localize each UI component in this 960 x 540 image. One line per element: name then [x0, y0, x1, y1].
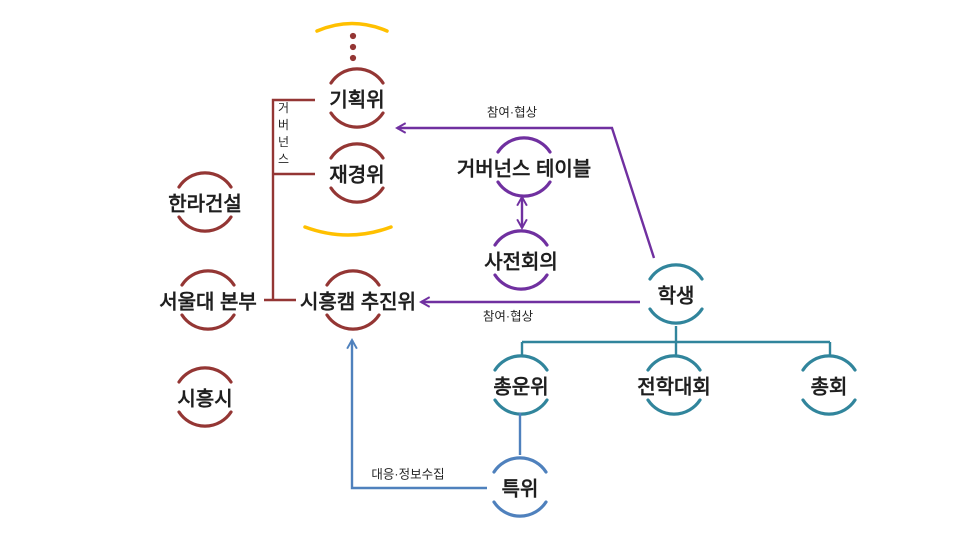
blue-relation-lines [346, 338, 522, 490]
purple-relation-lines [395, 122, 656, 308]
label-participation-negotiation-top: 참여·협상 [486, 105, 538, 120]
students-org-tree-lines [520, 326, 832, 356]
blue-node-arcs [492, 456, 548, 518]
dark-red-node-arcs [177, 67, 385, 428]
node-planning-committee: 기획위 [329, 89, 385, 112]
arrow-teugwi-to-promotion [346, 338, 487, 490]
node-students: 학생 [657, 285, 695, 308]
label-response-info-gathering: 대응·정보수집 [371, 467, 445, 482]
node-siheung-city: 시흥시 [177, 388, 233, 411]
node-central-operating-committee: 총운위 [493, 376, 549, 399]
node-governance-table: 거버넌스 테이블 [456, 158, 592, 181]
node-student-assembly: 전학대회 [637, 376, 711, 399]
label-governance-bracket: 거버넌스 [277, 101, 290, 166]
node-hanla-construction: 한라건설 [168, 193, 242, 216]
yellow-bracket-arcs [303, 21, 393, 237]
node-special-committee: 특위 [501, 478, 539, 501]
arrow-students-to-planning [395, 122, 656, 259]
node-general-assembly: 총회 [810, 376, 848, 399]
node-siheung-campus-promotion-committee: 시흥캠 추진위 [300, 291, 416, 314]
governance-bracket-lines [264, 98, 315, 302]
node-snu-headquarters: 서울대 본부 [159, 291, 257, 314]
node-pre-meeting: 사전회의 [484, 251, 558, 274]
ellipsis-dots-icon [349, 32, 357, 62]
label-participation-negotiation-bottom: 참여·협상 [482, 309, 534, 324]
node-finance-committee: 재경위 [329, 164, 385, 187]
